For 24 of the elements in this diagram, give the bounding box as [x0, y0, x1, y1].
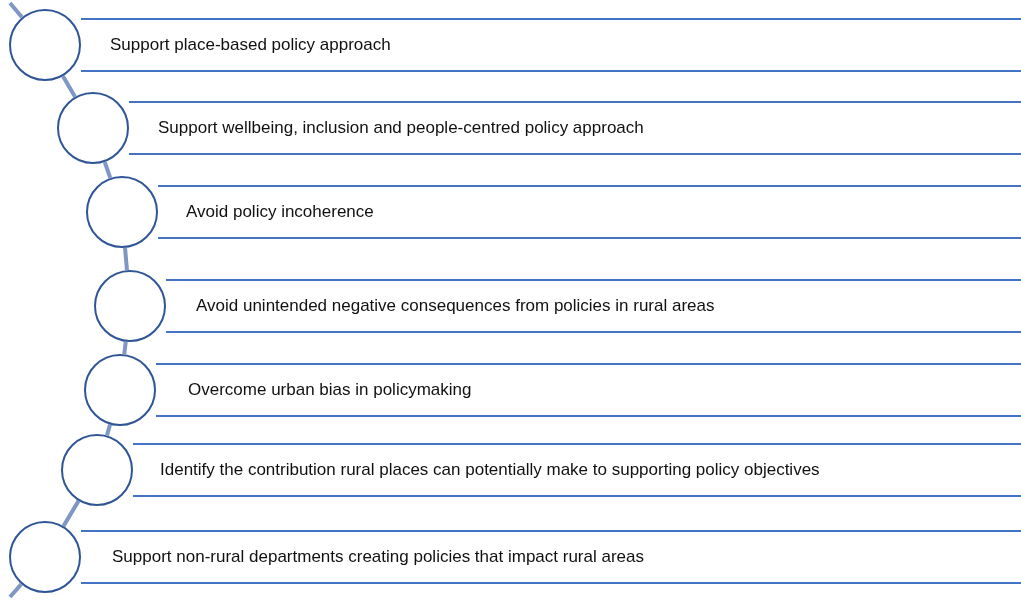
item-text: Support wellbeing, inclusion and people-centred policy approach — [158, 118, 644, 138]
list-band — [158, 185, 1021, 239]
connector-line — [105, 424, 112, 436]
connector-line — [123, 247, 129, 271]
item-text: Identify the contribution rural places can potentially make to supporting policy objectives — [160, 460, 820, 480]
connector-line — [61, 75, 77, 98]
list-band — [81, 530, 1021, 584]
connector-line — [122, 341, 128, 355]
list-band — [129, 101, 1021, 155]
connector-line — [8, 1, 24, 19]
circle-marker — [9, 9, 81, 81]
item-text: Support place-based policy approach — [110, 35, 391, 55]
circle-marker — [9, 521, 81, 593]
item-text: Avoid policy incoherence — [186, 202, 374, 222]
connector-line — [8, 582, 23, 599]
item-text: Overcome urban bias in policymaking — [188, 380, 472, 400]
list-band — [81, 18, 1021, 72]
connector-line — [61, 499, 81, 528]
list-band — [133, 443, 1021, 497]
item-text: Avoid unintended negative consequences from policies in rural areas — [196, 296, 715, 316]
list-band — [166, 279, 1021, 333]
connector-line — [102, 161, 113, 179]
item-text: Support non-rural departments creating policies that impact rural areas — [112, 547, 644, 567]
list-band — [156, 363, 1021, 417]
